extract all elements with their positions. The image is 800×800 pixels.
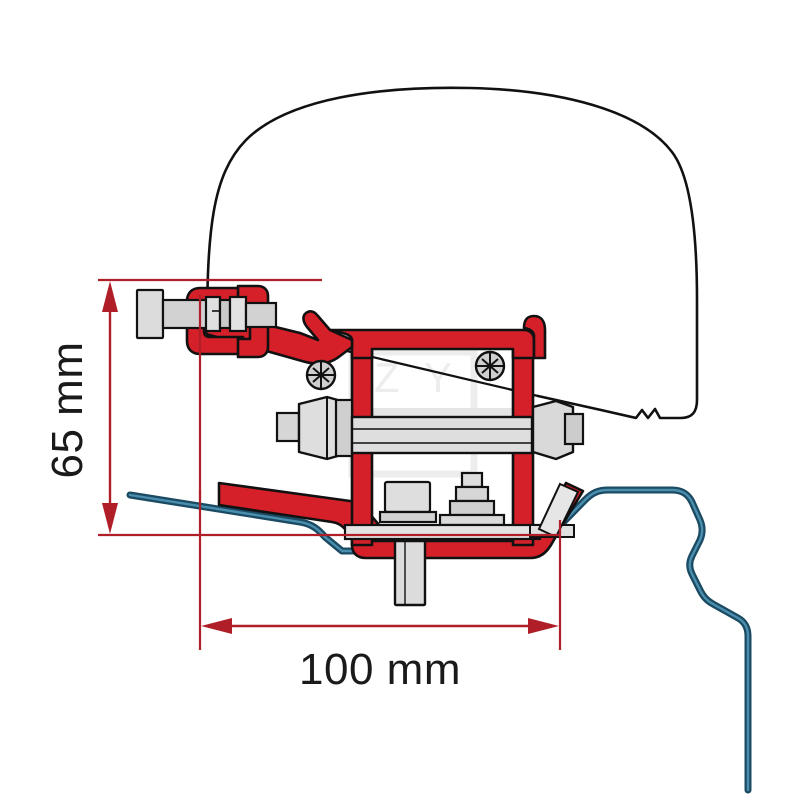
arrow-up (102, 281, 118, 312)
vertical-dimension-label: 65 mm (43, 341, 92, 479)
svg-text:Y: Y (424, 354, 452, 401)
arrow-right (528, 618, 559, 634)
dimension-lines (98, 278, 562, 650)
horizontal-dimension-label: 100 mm (299, 645, 461, 694)
screw-head-left (305, 359, 337, 391)
center-through-bolt (275, 395, 585, 461)
arrow-down (102, 503, 118, 534)
arrow-left (201, 618, 232, 634)
bracket-screw-heads (305, 350, 506, 391)
screw-head-right (474, 350, 506, 382)
mounting-stud (393, 539, 427, 607)
right-rail-strip (537, 482, 580, 539)
